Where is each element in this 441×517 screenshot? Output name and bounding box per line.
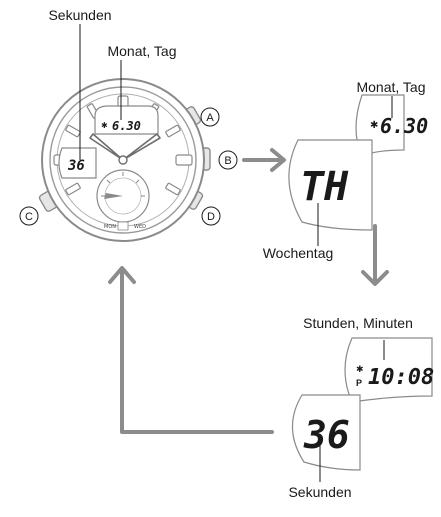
- label-seconds-top: Sekunden: [48, 7, 111, 23]
- watch-bluetooth-icon: ✱: [101, 121, 108, 130]
- panel-weekday-value: TH: [300, 164, 349, 210]
- label-month-day-panel: Monat, Tag: [356, 79, 425, 95]
- panel-time-value: 10:08: [368, 365, 434, 390]
- panel-date-bluetooth-icon: ✱: [370, 120, 378, 131]
- button-c-marker: C: [19, 206, 39, 226]
- label-hours-minutes: Stunden, Minuten: [303, 315, 413, 331]
- button-d-marker: D: [201, 206, 221, 226]
- button-b-letter: B: [224, 155, 231, 167]
- watch-seconds-display: 36: [67, 158, 85, 174]
- arrow-seconds-back-to-watch: [108, 266, 274, 434]
- panel-date-value: 6.30: [380, 114, 428, 138]
- button-d-letter: D: [207, 211, 215, 223]
- panel-time-pm-indicator: P: [356, 378, 362, 388]
- arrow-down-to-time: [361, 224, 389, 286]
- watch-date-display: 6.30: [112, 119, 141, 133]
- label-weekday: Wochentag: [263, 245, 334, 261]
- panel-weekday: TH: [288, 139, 373, 231]
- minute-hand: [89, 133, 124, 161]
- subdial-ticks: [101, 172, 145, 197]
- panel-seconds: 36: [291, 394, 361, 471]
- watch-date-window: [94, 105, 159, 135]
- button-c-letter: C: [25, 211, 33, 223]
- subdial-label-mon: MON: [104, 224, 116, 230]
- label-month-day-watch: Monat, Tag: [107, 43, 176, 59]
- button-a-marker: A: [200, 107, 220, 127]
- watch: ✱ 6.30 36 MON WED: [38, 78, 211, 242]
- panel-time: ✱ P 10:08: [344, 337, 434, 403]
- subdial-label-box: [117, 221, 129, 231]
- watch-center-pin: [118, 155, 128, 165]
- arrow-b-to-weekday: [242, 148, 286, 172]
- subdial-hand: [104, 193, 123, 199]
- button-a-letter: A: [206, 112, 214, 124]
- button-b-marker: B: [218, 150, 238, 170]
- label-seconds-bottom: Sekunden: [288, 484, 351, 500]
- watch-seconds-window: [58, 147, 97, 179]
- subdial-label-wed: WED: [134, 224, 146, 230]
- hour-hand: [122, 133, 161, 161]
- panel-time-bluetooth-icon: ✱: [356, 365, 364, 375]
- panel-seconds-value: 36: [303, 413, 350, 457]
